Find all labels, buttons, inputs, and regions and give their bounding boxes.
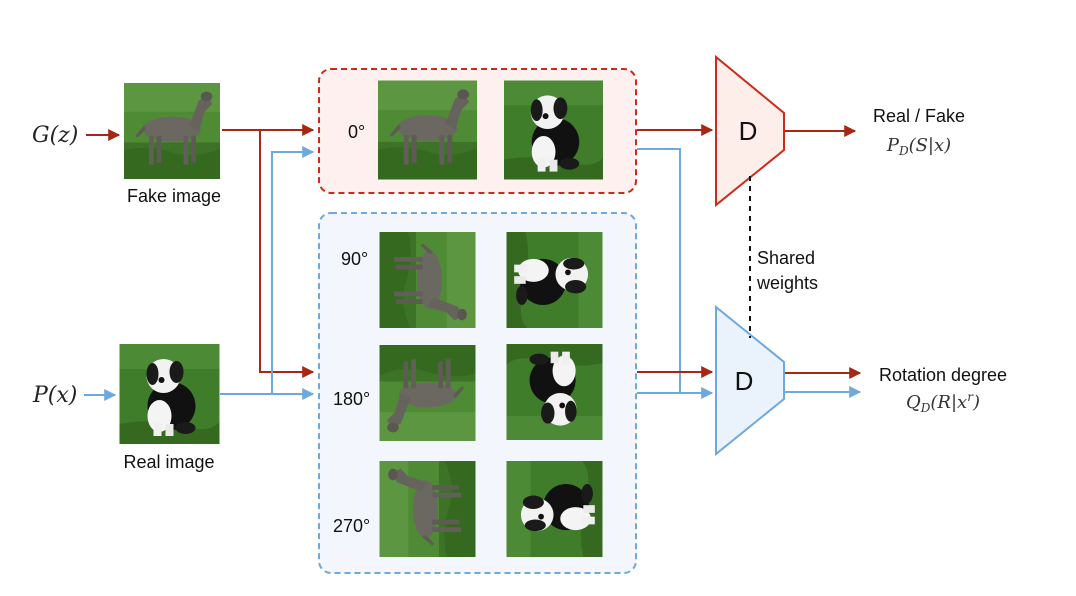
- rotation-label-0: 0°: [348, 122, 365, 142]
- bottom-output-label: Rotation degree: [879, 365, 1007, 385]
- rotation-label-90: 90°: [341, 249, 368, 269]
- real-image-180: [506, 344, 603, 440]
- bottom-output-formula: QD(R|xr): [906, 390, 980, 415]
- discriminator-bottom: [715, 304, 785, 457]
- generator-label: G(z): [32, 123, 78, 148]
- real-image-0: [504, 80, 603, 180]
- rotation-label-180: 180°: [333, 389, 370, 409]
- real-image-label: Real image: [123, 452, 214, 472]
- fake-image-90: [379, 232, 476, 328]
- fake-image-270: [379, 461, 476, 557]
- fake-image: [124, 83, 220, 179]
- discriminator-top-label: D: [739, 116, 758, 146]
- rotation-label-270: 270°: [333, 516, 370, 536]
- real-routing: [220, 146, 315, 400]
- real-image: [119, 344, 220, 444]
- real-image-270: [506, 461, 603, 557]
- real-image-90: [506, 232, 603, 328]
- shared-weights-line2: weights: [756, 273, 818, 293]
- data-label: P(x): [32, 383, 77, 408]
- discriminator-top: [715, 54, 785, 208]
- fake-routing: [222, 124, 315, 378]
- fake-image-180: [379, 345, 476, 441]
- fake-image-label: Fake image: [127, 186, 221, 206]
- top-output-label: Real / Fake: [873, 106, 965, 126]
- top-real-to-d2: [637, 148, 714, 399]
- top-output-formula: PD(S|x): [886, 135, 951, 158]
- discriminator-bottom-label: D: [735, 366, 754, 396]
- fake-image-0: [378, 80, 477, 180]
- shared-weights-line1: Shared: [757, 248, 815, 268]
